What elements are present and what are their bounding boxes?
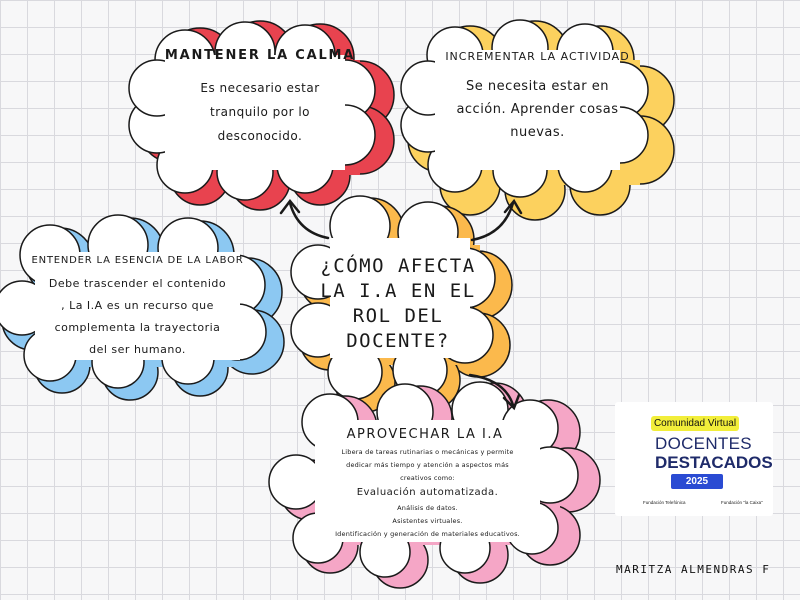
arrow-to-actividad [470,198,523,242]
badge-year: 2025 [671,474,723,489]
badge-label: Comunidad Virtual [651,416,739,431]
calma-line-3: desconocido. [217,129,303,143]
calma-title: MANTENER LA CALMA [164,48,356,63]
cloud-aprovechar [268,381,579,578]
actividad-title: INCREMENTAR LA ACTIVIDAD [445,50,630,63]
esencia-title: ENTENDER LA ESENCIA DE LA LABOR [31,255,244,266]
cloud-center [290,195,496,400]
author-name: MARITZA ALMENDRAS F [616,563,771,576]
actividad-line-2: acción. Aprender cosas [456,102,619,117]
esencia-line-4: del ser humano. [89,343,186,356]
aprovechar-item-1: Análisis de datos. [397,504,458,512]
esencia-line-2: , La I.A es un recurso que [61,299,214,312]
badge-sponsor-2: Fundación "la Caixa" [721,500,763,505]
badge-sponsor-1: Fundación Telefónica [643,500,686,505]
aprovechar-intro-1: Libera de tareas rutinarias o mecánicas … [341,448,514,456]
actividad-line-3: nuevas. [510,125,565,140]
arrow-to-aprovechar [468,373,521,411]
badge-line-2: DESTACADOS [655,453,773,472]
arrow-to-calma [279,198,330,240]
aprovechar-highlight: Evaluación automatizada. [356,487,499,498]
aprovechar-title: APROVECHAR LA I.A [346,427,504,442]
esencia-line-1: Debe trascender el contenido [48,277,227,290]
cloud-calma [128,21,376,201]
cloud-actividad [400,19,649,198]
aprovechar-item-3: Identificación y generación de materiale… [335,530,520,538]
badge-line-1: DOCENTES [655,434,752,453]
aprovechar-item-2: Asistentes virtuales. [392,517,463,525]
community-badge: Comunidad Virtual DOCENTES DESTACADOS 20… [615,402,773,516]
cloud-esencia [0,214,267,389]
central-question: ¿CÓMO AFECTA LA I.A EN EL ROL DEL DOCENT… [320,255,476,352]
esencia-line-3: complementa la trayectoria [54,321,221,334]
calma-line-2: tranquilo por lo [209,105,311,119]
aprovechar-intro-2: dedicar más tiempo y atención a aspectos… [346,461,509,469]
calma-line-1: Es necesario estar [200,81,320,95]
aprovechar-intro-3: creativos como: [400,474,455,482]
actividad-line-1: Se necesita estar en [466,79,609,94]
